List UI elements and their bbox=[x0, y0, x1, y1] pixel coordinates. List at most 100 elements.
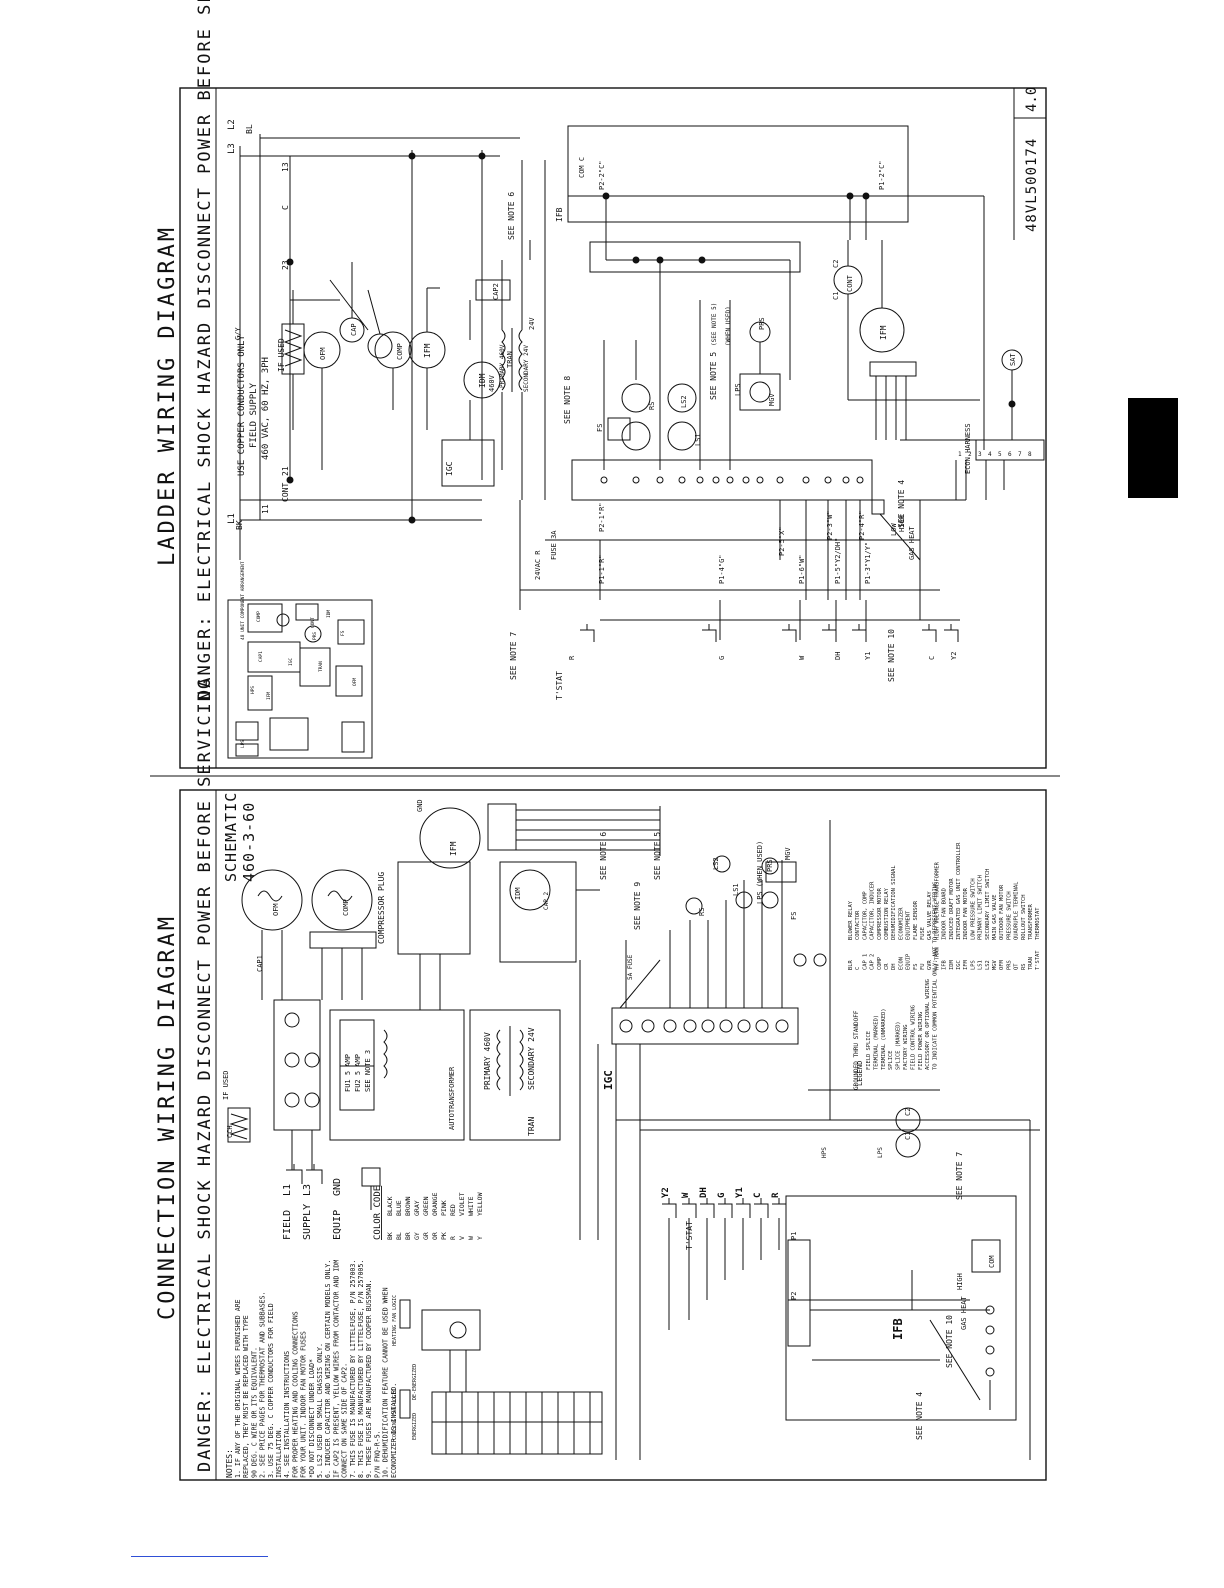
legend-abbr: MGV bbox=[992, 960, 998, 970]
ladder-gas-heat: GAS HEAT bbox=[908, 525, 916, 560]
conn-fu2: FU2 5 AMP bbox=[354, 1054, 362, 1092]
conn-stat-r: R bbox=[771, 1192, 781, 1198]
legend-abbr-desc: LOW PRESSURE SWITCH bbox=[970, 878, 976, 940]
ladder-note6: SEE NOTE 6 bbox=[507, 192, 516, 240]
legend-symbol: SPLICE bbox=[888, 1051, 894, 1070]
ladder-mgv: MGV bbox=[768, 393, 776, 406]
legend-symbol: TERMINAL (UNMARKED) bbox=[881, 1008, 887, 1070]
conn-fu1: FU1 5 AMP bbox=[344, 1054, 352, 1092]
legend-abbr-desc: BLOWER RELAY bbox=[848, 900, 854, 940]
ladder-460v: 460V bbox=[488, 374, 496, 392]
gnd-label: GND bbox=[332, 1178, 343, 1196]
ladder-rs: RS bbox=[648, 402, 656, 410]
color-code-abbr: R bbox=[449, 1236, 457, 1240]
conn-ofm: OFM bbox=[272, 903, 280, 916]
fan-logic-energized: ENERGIZED bbox=[412, 1413, 418, 1440]
arrangement-box-label: COMP bbox=[256, 611, 262, 622]
conn-stat-w: W bbox=[681, 1192, 691, 1198]
ladder-igc-relay: IGC bbox=[445, 461, 454, 476]
conn-note7: SEE NOTE 7 bbox=[955, 1152, 964, 1200]
conn-hps: HPS bbox=[821, 1147, 828, 1158]
ladder-stat-c: C bbox=[928, 656, 936, 660]
color-code-title: COLOR CODE bbox=[373, 1186, 383, 1240]
legend-abbr: HV TRAN bbox=[934, 947, 940, 970]
legend-abbr-desc: GAS VALVE RELAY bbox=[927, 891, 933, 940]
conn-note10: SEE NOTE 10 bbox=[945, 1315, 954, 1368]
section-tab-marker bbox=[1128, 398, 1178, 498]
note-line: ECONOMIZER IS INSTALLED. bbox=[390, 1383, 398, 1478]
legend-title: LEGEND bbox=[856, 1061, 864, 1086]
legend-abbr-desc: PRESSURE SWITCH bbox=[1006, 891, 1012, 940]
ladder-com-c: COM C bbox=[578, 157, 586, 178]
ladder-stat-g: G bbox=[718, 656, 726, 660]
arrangement-box-label: OFM bbox=[352, 678, 358, 686]
legend-abbr-desc: THERMOSTAT bbox=[1035, 907, 1041, 940]
conn-5a-fuse: 5A FUSE bbox=[627, 954, 634, 980]
conn-c1: C1 bbox=[904, 1132, 912, 1140]
color-code-abbr: OR bbox=[431, 1232, 439, 1240]
color-code-abbr: GR bbox=[422, 1232, 430, 1240]
connection-title: CONNECTION WIRING DIAGRAM bbox=[155, 914, 180, 1320]
ladder-pin-p1-5: P1-5"Y2/DH" bbox=[834, 538, 842, 584]
ladder-copper-note: USE COPPER CONDUCTORS ONLY bbox=[237, 335, 247, 476]
legend-abbr: C bbox=[855, 967, 861, 970]
note-line: IF CAP2 IS PRESENT, YELLOW WIRES FROM CO… bbox=[332, 1260, 340, 1478]
legend-abbr-desc: TRANSFORMER bbox=[1028, 904, 1034, 940]
conn-fs: FS bbox=[790, 912, 798, 920]
legend-abbr: T'STAT bbox=[1035, 950, 1041, 970]
legend-abbr-desc: ECONOMIZER bbox=[898, 907, 904, 940]
ladder-note8: SEE NOTE 8 bbox=[563, 376, 572, 424]
conn-if-used: IF USED bbox=[222, 1070, 230, 1100]
ladder-term-11: 11 bbox=[261, 504, 270, 514]
conn-cap2: CAP 2 bbox=[543, 892, 550, 910]
legend-abbr: DH bbox=[891, 964, 897, 971]
color-code-abbr: Y bbox=[476, 1236, 484, 1240]
ladder-note10: SEE NOTE 10 bbox=[887, 629, 896, 682]
ladder-ifm: IFM bbox=[423, 343, 432, 358]
heating-fan-logic: HEATING FAN LOGIC bbox=[392, 1295, 398, 1346]
arrangement-box-label: CAP1 bbox=[258, 651, 264, 662]
ladder-p2-2c: P2-2"C" bbox=[598, 160, 606, 190]
legend-abbr-desc: COMPRESSOR MOTOR bbox=[877, 887, 883, 940]
ladder-if-used: IF USED bbox=[277, 338, 286, 372]
legend-abbr-desc: OUTDOOR FAN MOTOR bbox=[999, 884, 1005, 940]
ladder-prs: PRS bbox=[758, 317, 766, 330]
footer-link-rule bbox=[131, 1556, 268, 1557]
ladder-low: LOW bbox=[890, 523, 898, 536]
arrangement-box-label: CONT bbox=[310, 617, 316, 628]
note-line: 1. IF ANY OF THE ORIGINAL WIRES FURNISHE… bbox=[234, 1299, 242, 1478]
legend-abbr-desc: INDUCED DRAFT MOTOR bbox=[949, 878, 955, 940]
legend-abbr: ECON bbox=[898, 957, 904, 970]
ladder-sat: SAT bbox=[1009, 353, 1017, 366]
conn-ifb: IFB bbox=[891, 1318, 905, 1340]
color-code-abbr: BR bbox=[404, 1232, 412, 1240]
legend-abbr-desc: CAPACITOR, COMP bbox=[862, 891, 868, 940]
color-code-abbr: V bbox=[458, 1236, 466, 1240]
legend-abbr: PRS bbox=[1006, 960, 1012, 970]
conn-igc: IGC bbox=[602, 1070, 615, 1090]
ladder-comp: COMP bbox=[396, 343, 404, 360]
conn-p1: P1 bbox=[790, 1232, 798, 1240]
ladder-ls1: LS1 bbox=[694, 433, 702, 446]
color-code-name: VIOLET bbox=[458, 1192, 466, 1216]
note-line: 8. THIS FUSE IS MANUFACTURED BY LITTELFU… bbox=[357, 1260, 365, 1478]
ladder-field-supply: FIELD SUPPLY bbox=[249, 382, 259, 448]
conn-see-note3: SEE NOTE 3 bbox=[364, 1050, 372, 1092]
conn-grounded: GROUNDED THRU STANDOFF bbox=[853, 1010, 860, 1090]
ladder-stat-r: R bbox=[568, 655, 576, 660]
conn-tran: TRAN bbox=[527, 1117, 536, 1136]
ladder-danger: DANGER: ELECTRICAL SHOCK HAZARD DISCONNE… bbox=[195, 0, 215, 700]
conn-ifm: IFM bbox=[449, 841, 458, 856]
notes-block: NOTES: 1. IF ANY OF THE ORIGINAL WIRES F… bbox=[225, 1260, 398, 1478]
legend-abbr-desc: FUSE bbox=[920, 927, 926, 940]
legend-symbol: SPLICE (MARKED) bbox=[896, 1021, 902, 1070]
ladder-bk: BK bbox=[235, 520, 244, 530]
ladder-pin-p2-1r: P2-1"R" bbox=[598, 502, 606, 532]
legend-abbr: IFM bbox=[963, 960, 969, 970]
conn-com: COM bbox=[988, 1255, 996, 1268]
legend-abbr-desc: INTEGRATED GAS UNIT CONTROLLER bbox=[956, 842, 962, 940]
legend-symbol: FACTORY WIRING bbox=[903, 1025, 909, 1070]
ladder-pin-p1-1r: P1-1"R" bbox=[598, 554, 606, 584]
conn-lps: LPS (WHEN USED) bbox=[756, 841, 764, 904]
ladder-pin-p2-4r: P2-4"R" bbox=[858, 510, 866, 540]
